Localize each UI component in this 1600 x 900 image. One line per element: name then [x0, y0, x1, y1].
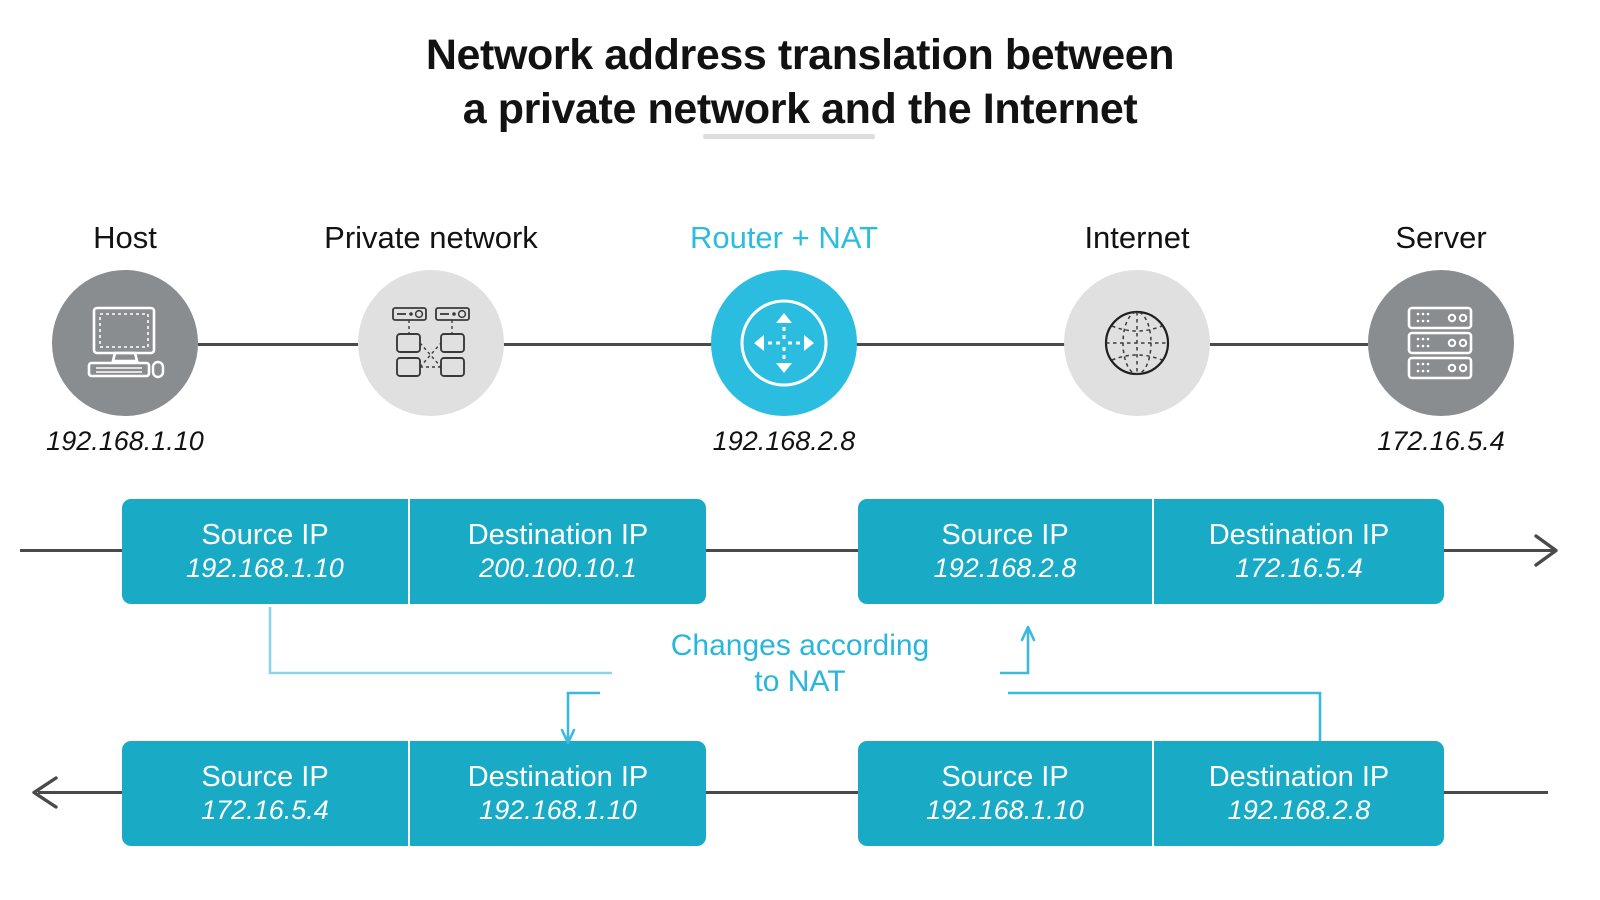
packet-field-source-ip[interactable]: Source IP 192.168.1.10	[858, 741, 1154, 846]
packet-field-label: Source IP	[201, 761, 329, 793]
flow-line-inbound-right	[1444, 791, 1548, 794]
nat-connector-destination-translation	[560, 691, 1322, 745]
packet-field-value: 192.168.2.8	[933, 553, 1077, 583]
node-host-circle	[52, 270, 198, 416]
node-server-circle	[1368, 270, 1514, 416]
packet-outbound-before-nat[interactable]: Source IP 192.168.1.10 Destination IP 20…	[122, 499, 706, 604]
packet-field-label: Destination IP	[467, 761, 649, 793]
server-rack-icon	[1407, 306, 1473, 380]
title-line-1: Network address translation between	[425, 31, 1175, 79]
packet-field-label: Source IP	[941, 761, 1069, 793]
nat-annotation-line-1: Changes according	[670, 629, 930, 662]
packet-field-source-ip[interactable]: Source IP 172.16.5.4	[122, 741, 410, 846]
node-router-nat-label: Router + NAT	[689, 220, 879, 255]
nat-annotation-line-2: to NAT	[754, 665, 846, 698]
node-internet-label: Internet	[1084, 220, 1190, 255]
packet-outbound-after-nat[interactable]: Source IP 192.168.2.8 Destination IP 172…	[858, 499, 1444, 604]
flow-line-outbound-middle	[706, 549, 858, 552]
packet-field-value: 192.168.2.8	[1227, 795, 1371, 825]
packet-field-value: 192.168.1.10	[186, 553, 344, 583]
topo-link-router-internet	[856, 343, 1072, 346]
flow-line-outbound-right	[1444, 549, 1554, 552]
packet-field-label: Destination IP	[1208, 519, 1390, 551]
node-host-ip: 192.168.1.10	[46, 426, 204, 456]
node-router-nat-ip: 192.168.2.8	[712, 426, 856, 456]
packet-field-value: 200.100.10.1	[479, 553, 637, 583]
desktop-computer-icon	[87, 306, 165, 379]
node-internet-circle	[1064, 270, 1210, 416]
page-title: Network address translation between a pr…	[0, 28, 1600, 136]
packet-field-source-ip[interactable]: Source IP 192.168.1.10	[122, 499, 410, 604]
topo-link-host-privatenetwork	[198, 343, 358, 346]
node-router-nat[interactable]: Router + NAT 192.168.2.8	[690, 221, 878, 457]
packet-field-label: Destination IP	[1208, 761, 1390, 793]
packet-field-value: 172.16.5.4	[1235, 553, 1363, 583]
packet-field-label: Destination IP	[467, 519, 649, 551]
packet-field-destination-ip[interactable]: Destination IP 192.168.1.10	[410, 741, 706, 846]
node-internet[interactable]: Internet	[1064, 221, 1210, 416]
nat-change-annotation: Changes according to NAT	[520, 628, 1080, 700]
packet-field-destination-ip[interactable]: Destination IP 192.168.2.8	[1154, 741, 1444, 846]
node-private-network-circle	[358, 270, 504, 416]
node-private-network[interactable]: Private network	[324, 221, 538, 416]
packet-field-label: Source IP	[941, 519, 1069, 551]
network-topology-icon	[392, 307, 470, 377]
topo-link-privatenetwork-router	[504, 343, 712, 346]
node-server[interactable]: Server	[1368, 221, 1514, 456]
packet-field-source-ip[interactable]: Source IP 192.168.2.8	[858, 499, 1154, 604]
packet-inbound-after-nat[interactable]: Source IP 172.16.5.4 Destination IP 192.…	[122, 741, 706, 846]
topo-link-internet-server	[1210, 343, 1368, 346]
packet-inbound-before-nat[interactable]: Source IP 192.168.1.10 Destination IP 19…	[858, 741, 1444, 846]
node-server-ip: 172.16.5.4	[1377, 426, 1505, 456]
packet-field-destination-ip[interactable]: Destination IP 172.16.5.4	[1154, 499, 1444, 604]
node-server-label: Server	[1395, 220, 1487, 255]
packet-field-label: Source IP	[201, 519, 329, 551]
title-line-2: a private network and the Internet	[462, 85, 1138, 133]
globe-icon	[1104, 310, 1170, 376]
packet-field-value: 172.16.5.4	[201, 795, 329, 825]
packet-field-value: 192.168.1.10	[926, 795, 1084, 825]
flow-line-inbound-left	[38, 791, 122, 794]
packet-field-destination-ip[interactable]: Destination IP 200.100.10.1	[410, 499, 706, 604]
node-host[interactable]: Host 192.168.1.10	[46, 221, 204, 457]
title-divider	[703, 134, 875, 139]
packet-field-value: 192.168.1.10	[479, 795, 637, 825]
router-arrows-icon	[740, 299, 828, 387]
node-router-nat-circle	[711, 270, 857, 416]
node-private-network-label: Private network	[324, 220, 538, 255]
flow-line-outbound-left	[20, 549, 122, 552]
node-host-label: Host	[93, 220, 157, 255]
flow-line-inbound-middle	[706, 791, 858, 794]
